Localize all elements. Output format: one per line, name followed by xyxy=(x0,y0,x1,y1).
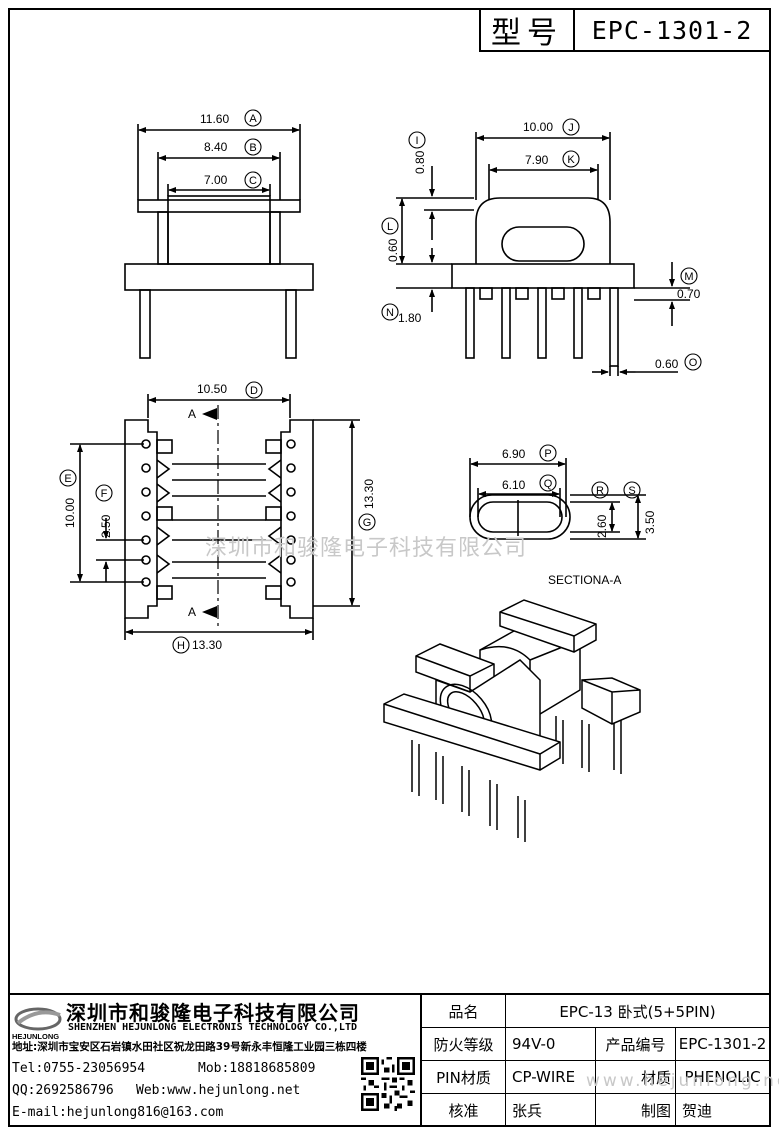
spec-row-fire: 防火等级 94V-0 产品编号 EPC-1301-2 xyxy=(422,1028,769,1061)
company-cn-name: 深圳市和骏隆电子科技有限公司 xyxy=(66,1001,360,1025)
isometric-view xyxy=(383,599,641,842)
dim-circles xyxy=(59,109,702,654)
qr-code-icon xyxy=(361,1057,415,1111)
company-info: HEJUNLONG 深圳市和骏隆电子科技有限公司 SHENZHEN HEJUNL… xyxy=(8,995,422,1127)
product-code-label: 产品编号 xyxy=(596,1028,676,1060)
material-label: 材质 xyxy=(596,1061,676,1093)
company-address: 地址:深圳市宝安区石岩镇水田社区祝龙田路39号新永丰恒隆工业园三栋四楼 xyxy=(12,1041,367,1053)
fire-rating-label: 防火等级 xyxy=(422,1028,506,1060)
product-code-value: EPC-1301-2 xyxy=(678,1035,767,1053)
model-label: 型号 xyxy=(481,10,575,51)
dim-o-letter: O xyxy=(689,357,698,369)
dim-b-letter: B xyxy=(249,142,256,154)
watermark-footer: www.hejunlong.net xyxy=(586,1071,779,1091)
dim-g-value: 13.30 xyxy=(362,479,376,509)
dim-k-letter: K xyxy=(567,154,575,166)
dim-d-letter: D xyxy=(250,385,258,397)
dim-c-value: 7.00 xyxy=(204,173,228,187)
drawing-frame xyxy=(8,8,771,1127)
model-number: EPC-1301-2 xyxy=(591,15,753,45)
top-view xyxy=(70,394,360,640)
section-markers xyxy=(202,408,217,618)
spec-row-material: PIN材质 CP-WIRE 材质 PHENOLIC xyxy=(422,1061,769,1094)
dim-q-letter: Q xyxy=(544,478,553,490)
approved-by-label: 核准 xyxy=(422,1094,506,1127)
contact-qq: QQ:2692586796 xyxy=(12,1083,114,1098)
drawn-by-value: 贺迪 xyxy=(682,1102,713,1120)
title-block-footer: HEJUNLONG 深圳市和骏隆电子科技有限公司 SHENZHEN HEJUNL… xyxy=(8,993,771,1127)
dim-q-value: 6.10 xyxy=(502,478,526,492)
pin-material-label: PIN材质 xyxy=(422,1061,506,1093)
dim-e-letter: E xyxy=(64,473,71,485)
dim-e-value: 10.00 xyxy=(63,498,77,528)
spec-row-approval: 核准 张兵 制图 贺迪 xyxy=(422,1094,769,1127)
dim-n-value: 1.80 xyxy=(398,311,422,325)
company-en-name: SHENZHEN HEJUNLONG ELECTRONIS TECHNOLOGY… xyxy=(68,1022,357,1033)
dim-h-value: 13.30 xyxy=(192,638,222,652)
dim-p-value: 6.90 xyxy=(502,447,526,461)
fire-rating-value: 94V-0 xyxy=(506,1028,596,1060)
contact-mob: Mob:18818685809 xyxy=(198,1061,316,1076)
dim-a-value: 11.60 xyxy=(200,112,229,126)
approved-by-value: 张兵 xyxy=(506,1094,596,1127)
section-letter-bottom: A xyxy=(188,605,196,619)
section-label: SECTIONA-A xyxy=(548,573,621,587)
dim-h-letter: H xyxy=(177,640,185,652)
name-value: EPC-13 卧式(5+5PIN) xyxy=(559,1002,716,1021)
dim-k-value: 7.90 xyxy=(525,153,549,167)
pin-material-value: CP-WIRE xyxy=(506,1061,596,1093)
company-logo-text: HEJUNLONG xyxy=(12,1032,59,1041)
dim-j-value: 10.00 xyxy=(523,120,553,134)
drawn-by-label: 制图 xyxy=(596,1094,676,1127)
name-label: 品名 xyxy=(422,995,506,1027)
dim-i-value: 0.80 xyxy=(413,150,427,174)
dim-s-letter: S xyxy=(628,485,635,497)
section-view xyxy=(469,458,646,540)
dim-g-letter: G xyxy=(363,517,372,529)
dim-l-letter: L xyxy=(387,221,393,233)
spec-table: 品名 EPC-13 卧式(5+5PIN) 防火等级 94V-0 产品编号 EPC… xyxy=(422,995,769,1127)
dim-n-letter: N xyxy=(386,307,394,319)
dim-m-value: 0.70 xyxy=(677,287,701,301)
dim-f-value: 2.50 xyxy=(99,514,113,538)
dim-o-value: 0.60 xyxy=(655,357,679,371)
contact-web: Web:www.hejunlong.net xyxy=(136,1083,301,1098)
dim-l-value: 0.60 xyxy=(386,238,400,262)
dim-p-letter: P xyxy=(544,448,551,460)
title-block: 型号 EPC-1301-2 xyxy=(479,8,771,52)
section-letter-top: A xyxy=(188,407,196,421)
dim-i-letter: I xyxy=(415,135,418,147)
section-arrow-top xyxy=(202,408,217,420)
company-logo-icon: HEJUNLONG xyxy=(12,1007,62,1041)
material-value: PHENOLIC xyxy=(684,1068,761,1086)
dim-d-value: 10.50 xyxy=(197,382,227,396)
dim-r-value: 2.60 xyxy=(595,514,609,538)
side-view xyxy=(396,132,690,376)
contact-email: E-mail:hejunlong816@163.com xyxy=(12,1105,224,1120)
front-view xyxy=(124,124,314,359)
dim-b-value: 8.40 xyxy=(204,140,228,154)
spec-row-name: 品名 EPC-13 卧式(5+5PIN) xyxy=(422,995,769,1028)
dim-c-letter: C xyxy=(249,175,257,187)
dim-j-letter: J xyxy=(568,122,574,134)
dim-m-letter: M xyxy=(684,271,693,283)
dim-s-value: 3.50 xyxy=(643,510,657,534)
dim-f-letter: F xyxy=(101,488,108,500)
dim-a-letter: A xyxy=(249,113,257,125)
watermark-center: 深圳市和骏隆电子科技有限公司 xyxy=(205,536,528,561)
technical-drawing: A A 11.60 8.40 7.00 10.00 7.90 10.50 13.… xyxy=(59,109,702,842)
contact-tel: Tel:0755-23056954 xyxy=(12,1061,146,1076)
dim-r-letter: R xyxy=(596,485,604,497)
section-arrow-bottom xyxy=(202,606,217,618)
